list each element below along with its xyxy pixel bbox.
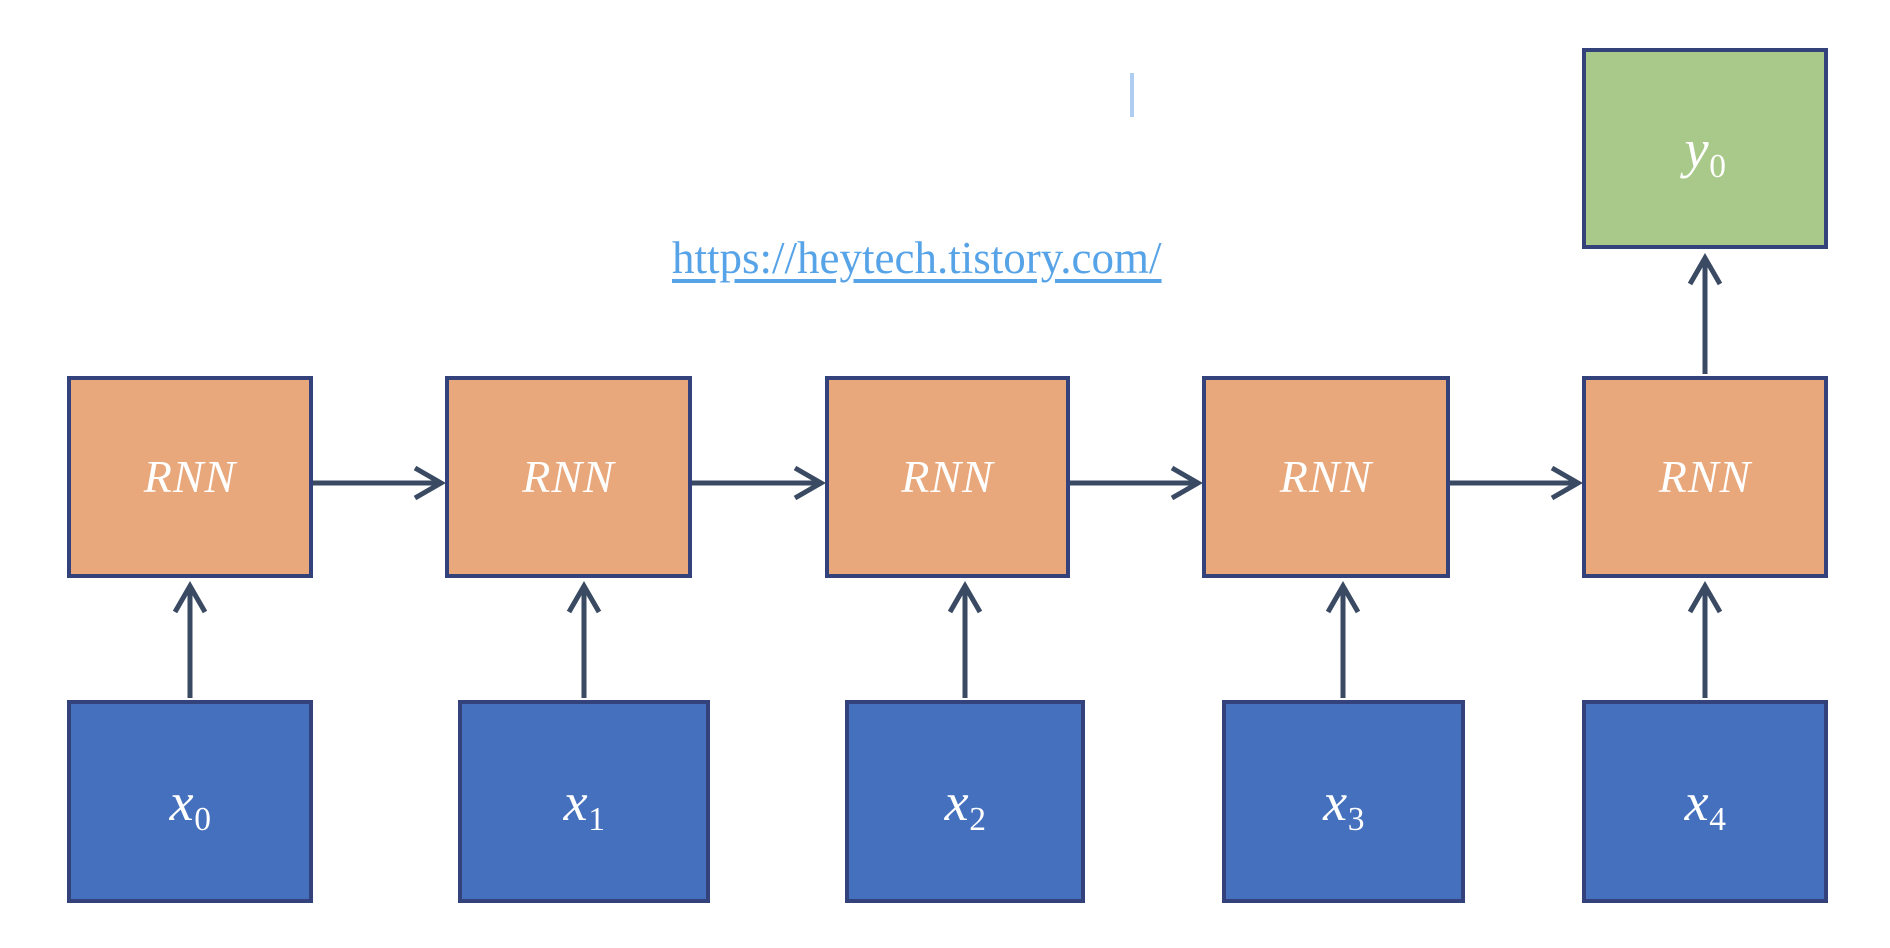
recurrent-arrow-1 (692, 465, 827, 501)
watermark-link[interactable]: https://heytech.tistory.com/ (672, 233, 1162, 283)
arrow-head (947, 580, 983, 614)
input-node-2[interactable]: x2 (845, 700, 1085, 903)
rnn-cell-label: RNN (1658, 451, 1752, 502)
arrow-head (1550, 465, 1584, 501)
variable-label: x3 (1323, 771, 1364, 836)
variable-subscript: 0 (1709, 147, 1726, 185)
variable-subscript: 2 (969, 800, 986, 838)
variable-subscript: 1 (588, 800, 605, 838)
input-node-3[interactable]: x3 (1222, 700, 1465, 903)
arrow-head (172, 580, 208, 614)
variable-base: x (563, 771, 588, 832)
variable-label: x4 (1684, 771, 1726, 836)
arrow-head (413, 465, 447, 501)
input-node-1[interactable]: x1 (458, 700, 710, 903)
rnn-cell-label: RNN (1279, 451, 1373, 502)
input-arrow-1 (566, 580, 602, 698)
rnn-cell-0[interactable]: RNN (67, 376, 313, 578)
input-arrow-0 (172, 580, 208, 698)
variable-subscript: 3 (1347, 800, 1365, 838)
input-arrow-3 (1325, 580, 1361, 698)
arrow-head (566, 580, 602, 614)
arrow-head (1325, 580, 1361, 614)
rnn-cell-3[interactable]: RNN (1202, 376, 1450, 578)
arrow-head (793, 465, 827, 501)
variable-base: x (1684, 771, 1709, 832)
variable-subscript: 0 (194, 800, 211, 838)
rnn-cell-label: RNN (522, 451, 615, 502)
text-caret-artifact (1130, 73, 1134, 117)
rnn-cell-label: RNN (143, 451, 237, 502)
rnn-cell-label: RNN (901, 451, 994, 502)
input-arrow-2 (947, 580, 983, 698)
arrow-head (1170, 465, 1204, 501)
variable-base: y (1684, 118, 1709, 179)
input-node-4[interactable]: x4 (1582, 700, 1828, 903)
arrow-head (1687, 580, 1723, 614)
variable-label: x1 (563, 771, 605, 836)
variable-base: x (1323, 771, 1348, 832)
variable-label: x0 (169, 771, 211, 836)
output-node-0[interactable]: y0 (1582, 48, 1828, 249)
variable-label: y0 (1684, 118, 1726, 183)
variable-base: x (169, 771, 194, 832)
variable-label: x2 (944, 771, 986, 836)
output-arrow-0 (1687, 252, 1723, 374)
rnn-cell-4[interactable]: RNN (1582, 376, 1828, 578)
recurrent-arrow-2 (1070, 465, 1204, 501)
variable-subscript: 4 (1709, 800, 1726, 838)
input-node-0[interactable]: x0 (67, 700, 313, 903)
rnn-cell-2[interactable]: RNN (825, 376, 1070, 578)
rnn-cell-1[interactable]: RNN (445, 376, 692, 578)
recurrent-arrow-0 (313, 465, 447, 501)
arrow-head (1687, 252, 1723, 286)
input-arrow-4 (1687, 580, 1723, 698)
variable-base: x (944, 771, 969, 832)
recurrent-arrow-3 (1450, 465, 1584, 501)
